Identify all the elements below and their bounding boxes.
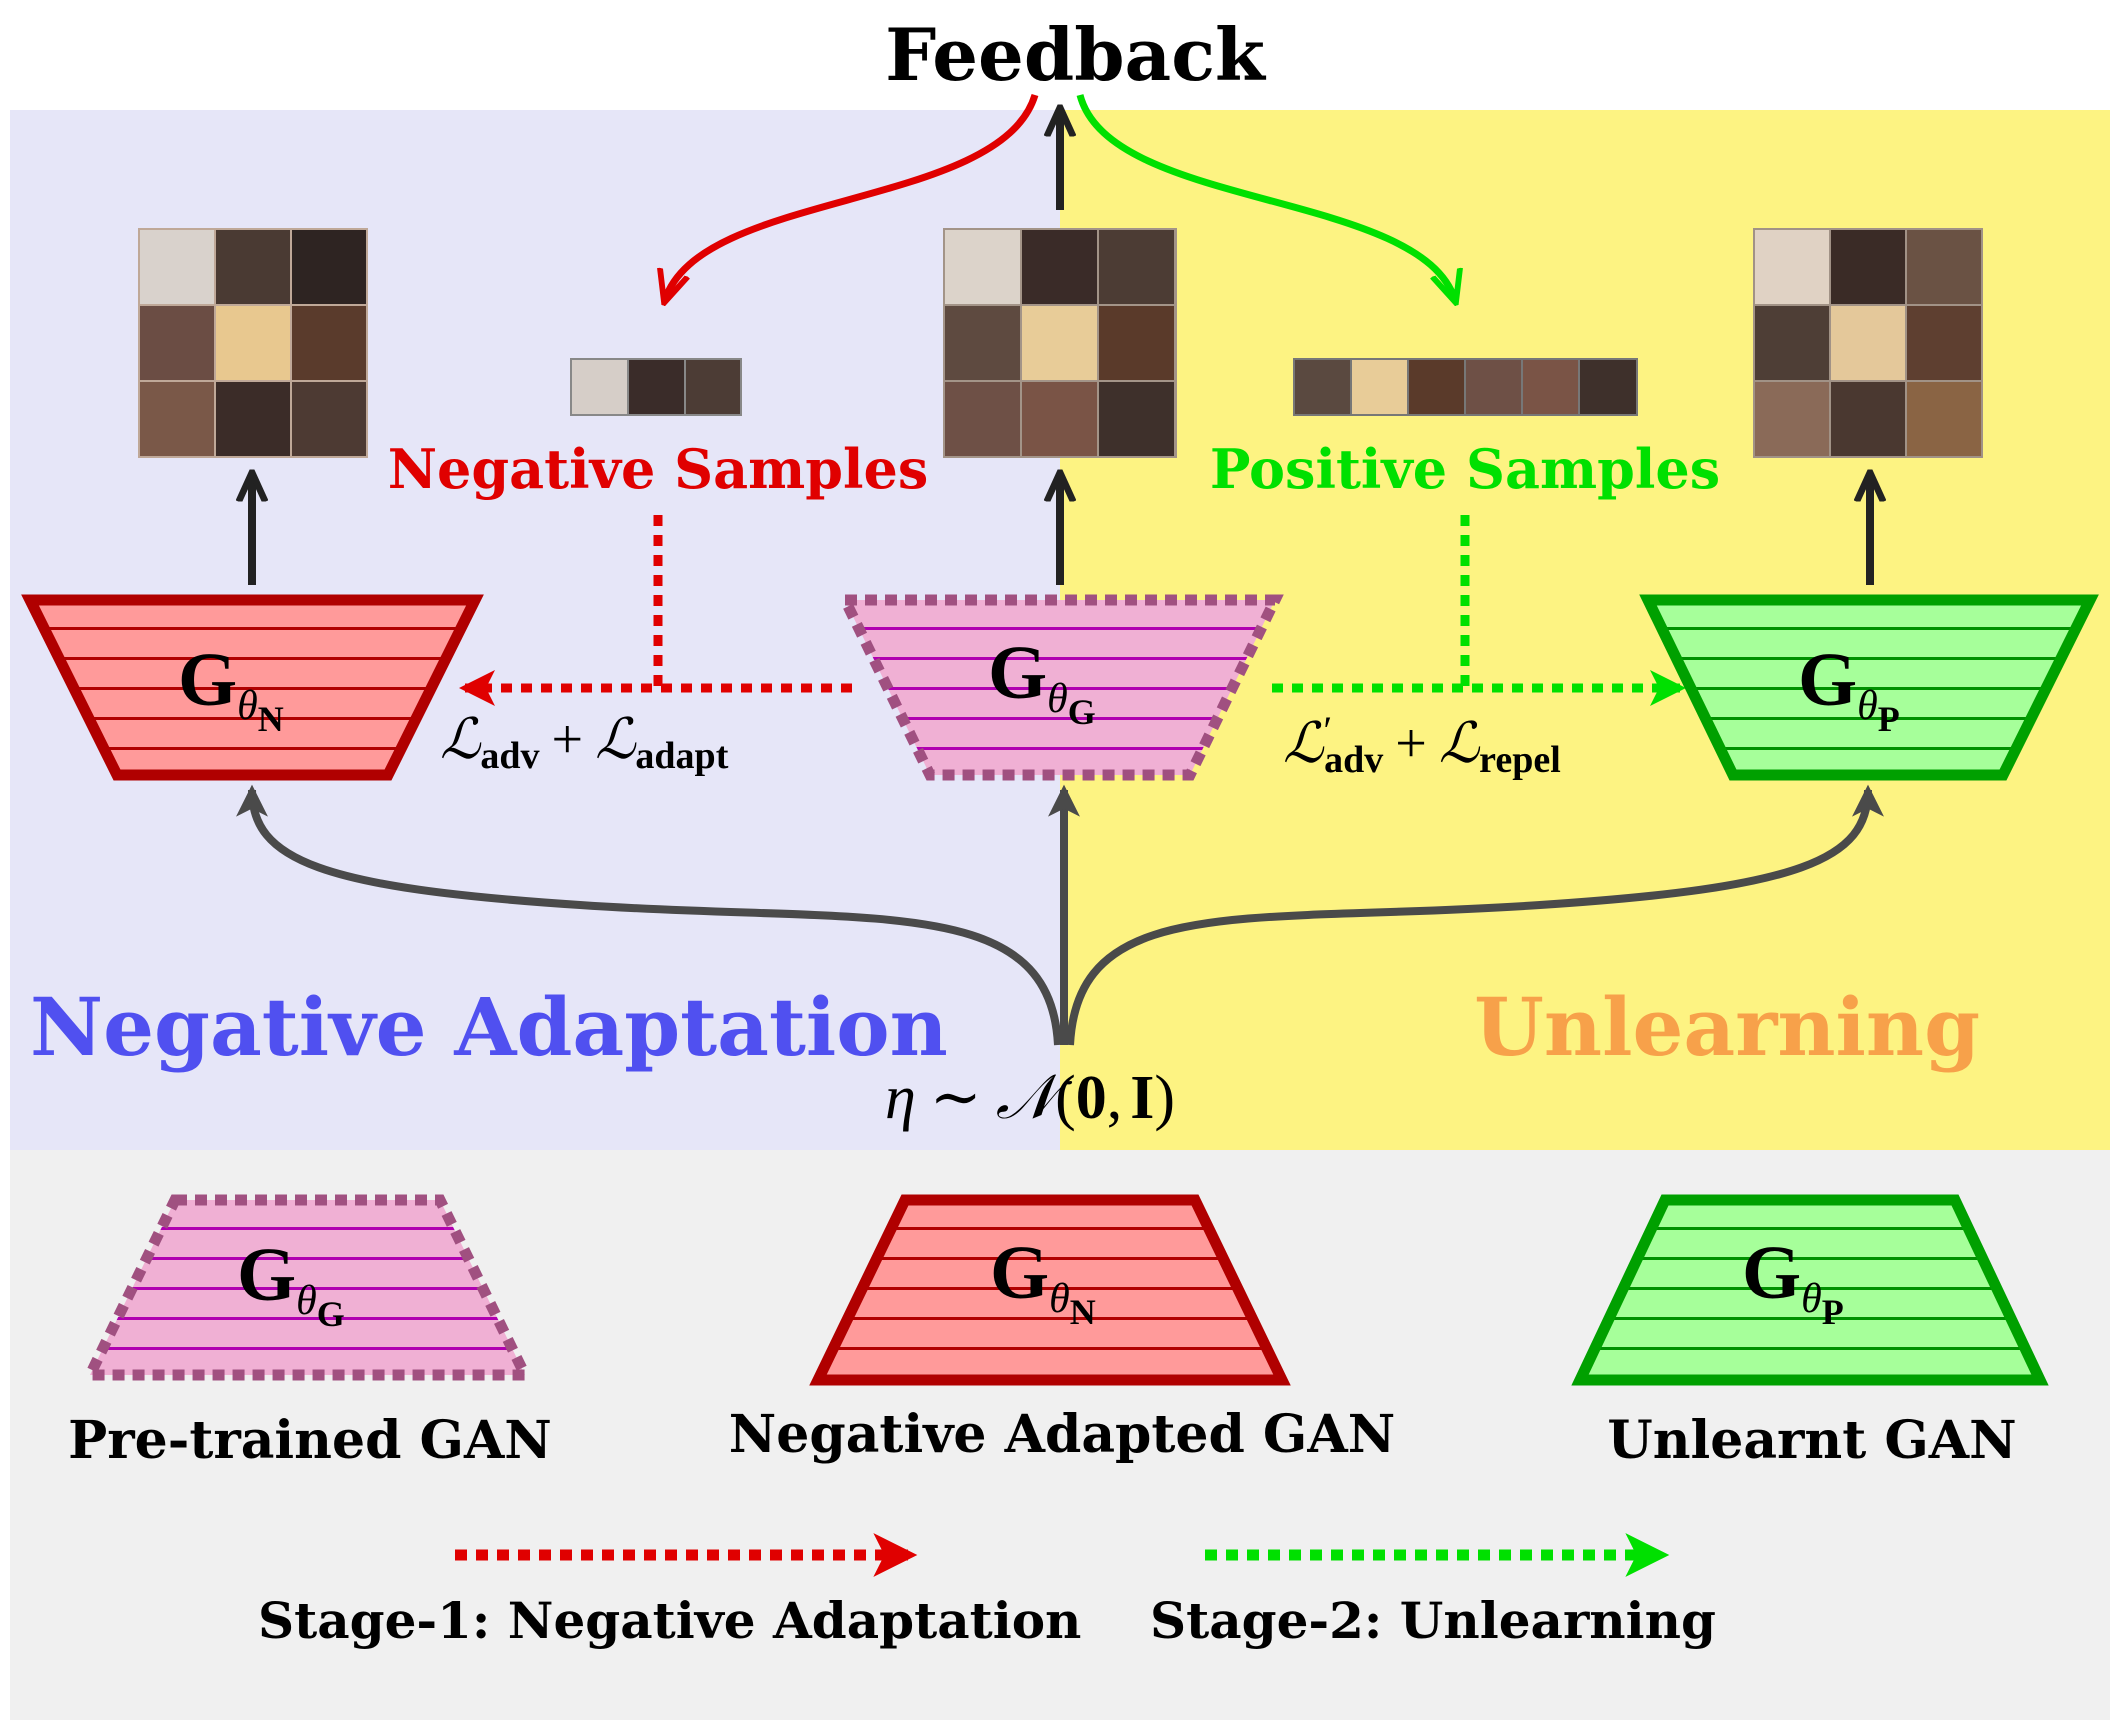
legend-unlearnt-caption: Unlearnt GAN	[1607, 1410, 2016, 1471]
noise-to-negative-arrow	[236, 784, 1062, 1046]
pretrained-generator-trapezoid	[836, 594, 1284, 781]
feedback-to-positive-arrow	[1076, 94, 1455, 300]
stage2-loss-label: ℒ′adv+ℒrepel	[1283, 708, 1561, 781]
legend-stage2-label: Stage-2: Unlearning	[1150, 1591, 1716, 1650]
negative-generator-output-grid	[138, 228, 368, 458]
legend-stage1-label: Stage-1: Negative Adaptation	[258, 1591, 1081, 1650]
negative-adaptation-region-label: Negative Adaptation	[30, 980, 948, 1074]
positive-generator-output-grid	[1753, 228, 1983, 458]
positive-generator-label: GθP	[1798, 638, 1900, 739]
legend-negative-adapted-caption: Negative Adapted GAN	[729, 1404, 1395, 1465]
positive-samples-label: Positive Samples	[1210, 437, 1720, 501]
noise-distribution-label: η∼𝒩(0,I)	[885, 1064, 1175, 1132]
positive-generator-trapezoid	[1639, 594, 2099, 781]
negative-samples-label: Negative Samples	[388, 437, 929, 501]
legend-positive-trapezoid	[1571, 1194, 2049, 1386]
noise-to-positive-arrow	[1066, 784, 1884, 1046]
pretrained-generator-output-grid	[943, 228, 1177, 458]
negative-generator-label: GθN	[178, 638, 284, 739]
unlearning-region-label: Unlearning	[1474, 980, 1980, 1074]
feedback-to-negative-arrow	[665, 93, 1039, 300]
legend-pretrained-caption: Pre-trained GAN	[68, 1410, 552, 1471]
legend-positive-generator-label: GθP	[1742, 1231, 1844, 1332]
negative-generator-trapezoid	[21, 594, 484, 781]
stage1-loss-label: ℒadv+ℒadapt	[440, 709, 729, 777]
positive-samples-strip	[1293, 358, 1638, 416]
legend-negative-generator-label: GθN	[990, 1231, 1096, 1332]
legend-pretrained-generator-label: GθG	[237, 1233, 345, 1334]
feedback-title: Feedback	[885, 12, 1267, 97]
legend-pretrained-trapezoid	[81, 1194, 534, 1381]
negative-samples-strip	[570, 358, 742, 416]
legend-negative-trapezoid	[809, 1194, 1291, 1386]
pretrained-generator-label: GθG	[988, 631, 1096, 732]
